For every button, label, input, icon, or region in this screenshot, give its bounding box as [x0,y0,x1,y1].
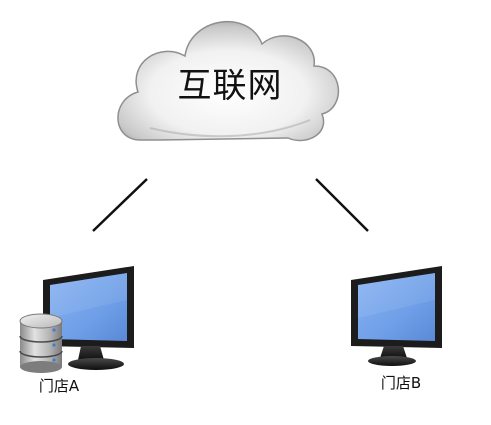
connection-line-b [315,178,369,232]
node-label-a: 门店A [38,377,80,395]
monitor-icon [351,266,442,366]
cloud-icon [117,20,339,142]
database-icon [19,313,63,373]
node-label-b: 门店B [380,374,422,392]
cloud-label: 互联网 [177,66,283,106]
connection-line-a [92,178,148,232]
monitor-icon [43,266,134,370]
